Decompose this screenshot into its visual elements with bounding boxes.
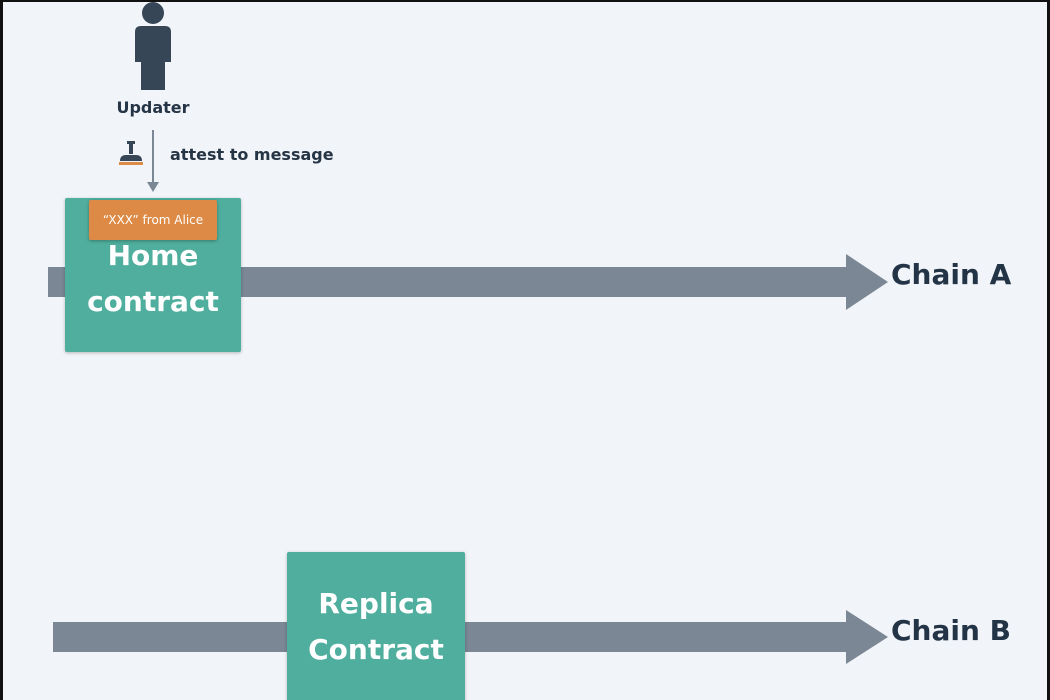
replica-contract: Replica Contract: [287, 552, 465, 700]
home-contract-line2: contract: [87, 285, 219, 318]
stamp-icon: [119, 141, 143, 165]
attest-label: attest to message: [170, 145, 334, 164]
message-badge: “XXX” from Alice: [89, 200, 217, 240]
chain-b-arrow: [53, 610, 888, 664]
updater-label: Updater: [116, 98, 190, 117]
attest-arrow: [147, 130, 159, 192]
home-contract-line1: Home: [107, 238, 199, 272]
person-icon: [135, 2, 171, 90]
replica-contract-line2: Contract: [308, 633, 444, 666]
chain-a-label: Chain A: [891, 258, 1012, 291]
replica-contract-line1: Replica: [318, 586, 434, 620]
chain-b-label: Chain B: [891, 614, 1011, 647]
